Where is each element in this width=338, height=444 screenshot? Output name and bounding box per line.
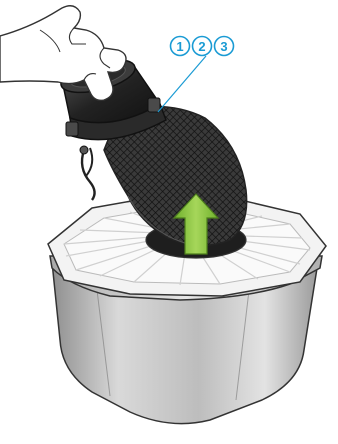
callout-2: 2 bbox=[193, 37, 212, 56]
callout-1: 1 bbox=[171, 37, 190, 56]
callout-leader-line bbox=[158, 56, 206, 112]
svg-text:1: 1 bbox=[176, 39, 183, 54]
callout-3: 3 bbox=[215, 37, 234, 56]
svg-text:3: 3 bbox=[220, 39, 227, 54]
svg-text:2: 2 bbox=[198, 39, 205, 54]
